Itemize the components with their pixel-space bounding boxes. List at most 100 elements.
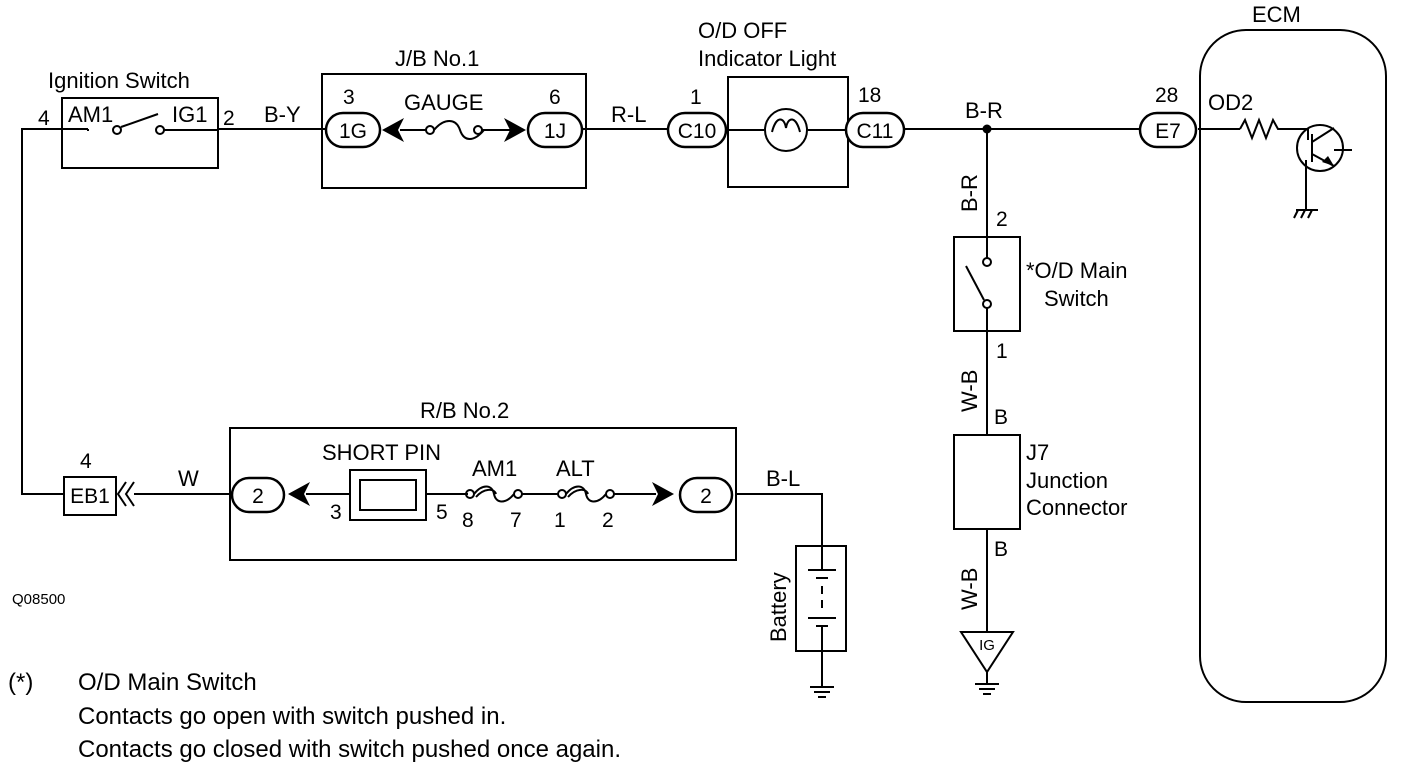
alt-fuse-end-a bbox=[557, 489, 567, 499]
ignition-contact-right bbox=[155, 125, 165, 135]
rb2-connector-left bbox=[230, 476, 286, 514]
connector-c10 bbox=[666, 111, 728, 149]
rb2-pin-2: 2 bbox=[602, 509, 614, 532]
short-pin-inner bbox=[359, 479, 417, 511]
rb2-pin-8: 8 bbox=[462, 509, 474, 532]
connector-e7-label: E7 bbox=[1155, 120, 1181, 143]
jb1-arrow-right bbox=[504, 118, 526, 142]
ignition-switch-blade bbox=[120, 113, 159, 128]
rb2-pin-5: 5 bbox=[436, 501, 448, 524]
ig-ground-label: IG bbox=[979, 637, 995, 654]
alt-fuse-end-b bbox=[605, 489, 615, 499]
wires bbox=[21, 124, 1240, 687]
ecm-ground-hatch-3 bbox=[1307, 209, 1313, 219]
rb2-pin-7: 7 bbox=[510, 509, 522, 532]
rb2-arrow-right bbox=[652, 482, 674, 506]
ecm-title: ECM bbox=[1252, 2, 1301, 27]
rb2-connector-left-label: 2 bbox=[252, 485, 264, 508]
ecm-resistor-icon bbox=[1239, 117, 1308, 141]
battery-label: Battery bbox=[766, 572, 791, 642]
wire-label-w: W bbox=[178, 466, 199, 491]
am1-fuse-symbol bbox=[473, 485, 515, 503]
figure-id: Q08500 bbox=[12, 591, 65, 608]
am1-fuse-link bbox=[475, 488, 497, 498]
wire-ign-to-eb1 bbox=[21, 128, 64, 495]
od-switch-contact-bottom bbox=[982, 299, 992, 309]
wire-label-w-b-lower: W-B bbox=[957, 568, 982, 610]
jb1-fuse-symbol bbox=[433, 120, 485, 140]
wire-label-b-l: B-L bbox=[766, 466, 800, 491]
splice-dot bbox=[982, 124, 992, 134]
lamp-bulb-icon bbox=[764, 108, 808, 152]
connector-1j-label: 1J bbox=[544, 120, 566, 143]
rb2-connector-right-label: 2 bbox=[700, 485, 712, 508]
ecm-transistor-icon bbox=[1296, 124, 1344, 172]
ecm-collector bbox=[1311, 127, 1335, 143]
footnote: (*) O/D Main Switch Contacts go open wit… bbox=[8, 669, 621, 763]
ecm-box bbox=[1199, 29, 1387, 703]
footnote-marker: (*) bbox=[8, 669, 33, 696]
ignition-pin-4: 4 bbox=[38, 107, 50, 130]
ignition-term-am1: AM1 bbox=[68, 102, 113, 127]
lamp-filament-icon bbox=[771, 118, 801, 133]
rb2-fuse-alt-label: ALT bbox=[556, 456, 595, 481]
rb2-fuse-am1-label: AM1 bbox=[472, 456, 517, 481]
jb1-pin-3: 3 bbox=[343, 86, 355, 109]
am1-fuse-end-b bbox=[513, 489, 523, 499]
battery: Battery bbox=[766, 545, 847, 698]
ignition-pin-2: 2 bbox=[223, 107, 235, 130]
ecm-signal-od2: OD2 bbox=[1208, 90, 1253, 115]
ignition-term-ig1: IG1 bbox=[172, 102, 207, 127]
connector-e7 bbox=[1138, 111, 1198, 149]
j7-label-2: Junction bbox=[1026, 468, 1108, 493]
alt-fuse-symbol bbox=[565, 485, 607, 503]
ecm: ECM 28 E7 OD2 bbox=[1138, 2, 1387, 703]
eb1-connector: 4 EB1 bbox=[63, 450, 135, 516]
eb1-pin-4: 4 bbox=[80, 450, 92, 473]
rb2-connector-right bbox=[678, 476, 734, 514]
od-off-pin-1: 1 bbox=[690, 86, 702, 109]
rb2-pin-3: 3 bbox=[330, 501, 342, 524]
footnote-line-2: Contacts go open with switch pushed in. bbox=[78, 703, 506, 730]
od-main-switch-branch: B-R 2 *O/D Main Switch 1 W-B B J7 Juncti… bbox=[953, 174, 1128, 695]
ignition-switch: Ignition Switch AM1 IG1 4 2 bbox=[38, 68, 235, 169]
jb1-fuse-gauge: GAUGE bbox=[404, 90, 483, 115]
od-switch-pin-2: 2 bbox=[996, 208, 1008, 231]
relay-block-2: R/B No.2 2 SHORT PIN 3 5 AM1 8 7 ALT 1 2… bbox=[229, 398, 737, 561]
wire-label-r-l: R-L bbox=[611, 102, 646, 127]
ecm-ground-hatch-2 bbox=[1300, 209, 1306, 219]
jb1-fuse-end-b bbox=[473, 125, 483, 135]
od-off-title-2: Indicator Light bbox=[698, 46, 836, 71]
eb1-label: EB1 bbox=[70, 485, 110, 508]
od-off-indicator: O/D OFF Indicator Light 1 18 C10 C11 bbox=[666, 18, 906, 188]
od-main-switch-blade bbox=[965, 265, 985, 301]
j7-term-bottom: B bbox=[994, 538, 1008, 561]
connector-c11-label: C11 bbox=[857, 120, 894, 143]
ecm-ground-hatch-1 bbox=[1293, 209, 1299, 219]
wire-label-w-b-upper: W-B bbox=[957, 370, 982, 412]
ig-ground-icon bbox=[959, 631, 1015, 674]
rb2-arrow-left bbox=[288, 482, 310, 506]
od-off-pin-18: 18 bbox=[858, 84, 881, 107]
wire-labels: B-Y R-L B-R W B-L bbox=[178, 98, 1003, 491]
ecm-emitter-arrow bbox=[1322, 156, 1334, 166]
eb1-chevron-icon-2 bbox=[124, 481, 135, 507]
connector-c10-label: C10 bbox=[678, 120, 717, 143]
wire-label-b-r-vertical: B-R bbox=[957, 174, 982, 212]
j7-junction-connector-box bbox=[953, 434, 1021, 530]
rb2-title: R/B No.2 bbox=[420, 398, 509, 423]
junction-block-1: J/B No.1 3 6 GAUGE 1G 1J bbox=[321, 46, 587, 189]
od-switch-contact-top bbox=[982, 257, 992, 267]
rb2-pin-1: 1 bbox=[554, 509, 566, 532]
connector-1g bbox=[324, 111, 382, 149]
rb2-box bbox=[229, 427, 737, 561]
od-off-title-1: O/D OFF bbox=[698, 18, 787, 43]
short-pin-outer bbox=[349, 469, 427, 521]
j7-label-3: Connector bbox=[1026, 495, 1128, 520]
od-main-switch-label-1: *O/D Main bbox=[1026, 258, 1127, 283]
connector-1g-label: 1G bbox=[339, 120, 367, 143]
eb1-box bbox=[63, 476, 117, 516]
footnote-line-3: Contacts go closed with switch pushed on… bbox=[78, 736, 621, 763]
ignition-switch-box bbox=[61, 97, 219, 169]
footnote-line-1: O/D Main Switch bbox=[78, 669, 257, 696]
